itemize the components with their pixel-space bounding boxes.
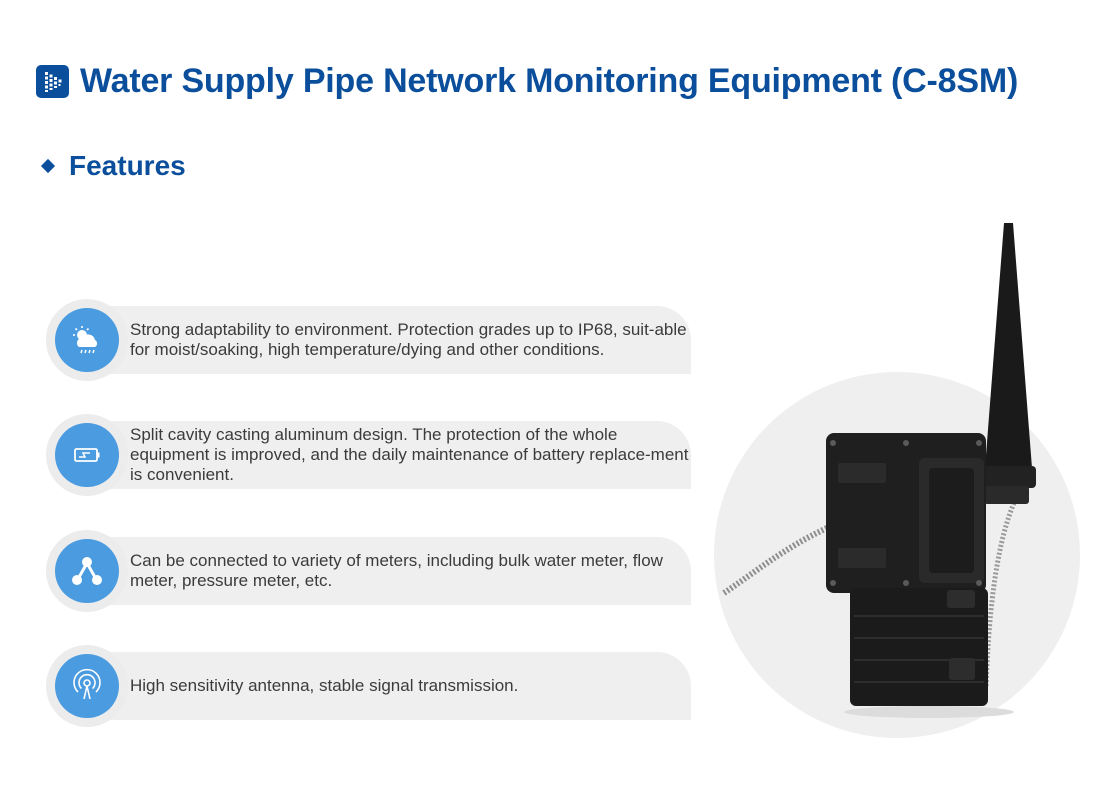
title-row: Water Supply Pipe Network Monitoring Equ… bbox=[36, 62, 1018, 101]
feature-bar bbox=[86, 537, 691, 605]
weather-icon bbox=[55, 308, 119, 372]
section-title: Features bbox=[69, 150, 186, 181]
feature-bar bbox=[86, 421, 691, 489]
feature-text: High sensitivity antenna, stable signal … bbox=[130, 676, 519, 695]
diamond-bullet-icon bbox=[40, 158, 56, 174]
battery-icon bbox=[55, 423, 119, 487]
feature-item-design: Split cavity casting aluminum design. Th… bbox=[46, 414, 691, 496]
feature-text: Split cavity casting aluminum design. Th… bbox=[130, 425, 689, 484]
page-title: Water Supply Pipe Network Monitoring Equ… bbox=[80, 62, 1019, 100]
product-image bbox=[714, 218, 1084, 738]
feature-item-environment: Strong adaptability to environment. Prot… bbox=[46, 299, 691, 381]
feature-item-antenna: High sensitivity antenna, stable signal … bbox=[46, 645, 691, 727]
feature-item-connectivity: Can be connected to variety of meters, i… bbox=[46, 530, 691, 612]
feature-text: Can be connected to variety of meters, i… bbox=[130, 551, 663, 590]
feature-bar bbox=[86, 652, 691, 720]
feature-bar bbox=[86, 306, 691, 374]
section-heading: Features bbox=[40, 150, 186, 182]
feature-text: Strong adaptability to environment. Prot… bbox=[130, 320, 687, 359]
antenna-signal-icon bbox=[55, 654, 119, 718]
network-icon bbox=[55, 539, 119, 603]
logo-arrow-icon bbox=[36, 65, 69, 98]
